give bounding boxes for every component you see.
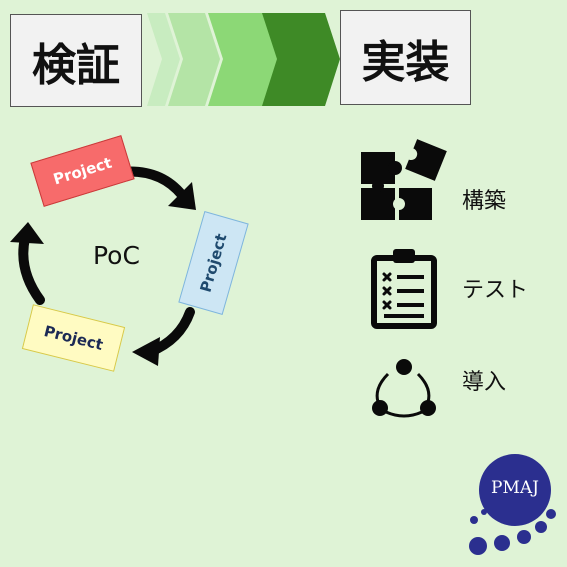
checklist-icon [371, 249, 437, 329]
logo-main-circle [479, 454, 551, 526]
chevron-1 [147, 13, 180, 106]
logo-dot [470, 516, 478, 524]
logo-dot [535, 521, 547, 533]
stage-verify-box: 検証 [10, 14, 142, 107]
cycle-arrow-left [18, 233, 45, 305]
logo-text: PMAJ [491, 478, 539, 498]
network-icon [372, 359, 436, 418]
chevron-4 [262, 13, 340, 106]
arrowhead-top [168, 182, 196, 210]
poc-label: PoC [93, 241, 140, 270]
puzzle-icon [361, 139, 447, 220]
logo-dot [481, 509, 487, 515]
logo-dot [546, 509, 556, 519]
step-label-build: 構築 [462, 189, 507, 214]
chevron-3 [208, 13, 280, 106]
arrowhead-right [132, 337, 160, 366]
logo-dot [494, 535, 510, 551]
step-label-test: テスト [462, 278, 529, 303]
logo-dot [517, 530, 531, 544]
stage-verify-label: 検証 [32, 39, 120, 91]
stage-implement-box: 実装 [340, 10, 471, 105]
step-label-deploy: 導入 [462, 370, 507, 395]
stage-implement-label: 実装 [361, 36, 450, 88]
chevron-2 [168, 13, 220, 106]
arrowhead-left [10, 222, 44, 244]
logo-dot [469, 537, 487, 555]
